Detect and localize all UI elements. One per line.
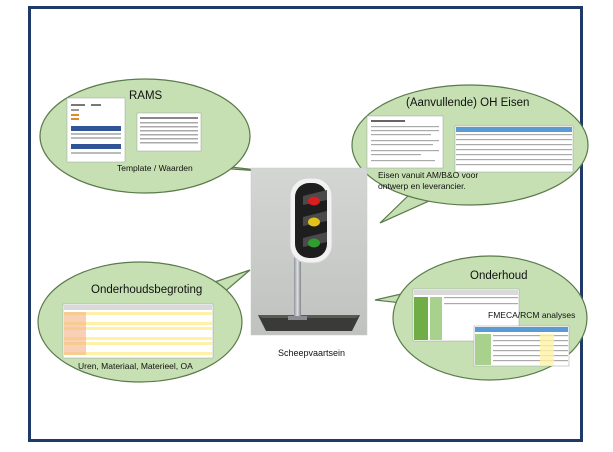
oh-eisen-title: (Aanvullende) OH Eisen xyxy=(406,97,530,109)
onderhoud-subtitle: FMECA/RCM analyses xyxy=(488,310,576,320)
bubble-rams xyxy=(39,78,276,194)
signal-light-red xyxy=(308,196,320,206)
signal-pole xyxy=(294,255,301,319)
rams-values-thumbnail xyxy=(136,112,202,152)
onderhoudsbegroting-title: Onderhoudsbegroting xyxy=(91,284,203,296)
scheepvaartsein-picture xyxy=(250,167,368,336)
onderhoud-title: Onderhoud xyxy=(470,270,528,282)
onderhoudsbegroting-subtitle: Uren, Materiaal, Materieel, OA xyxy=(78,361,193,371)
oh-eisen-subtitle-line1: Eisen vanuit AM/B&O voor xyxy=(378,170,479,180)
signal-light-yellow xyxy=(308,217,320,227)
signal-light-green xyxy=(308,238,320,248)
oh-eisen-subtitle-line2: ontwerp en leverancier. xyxy=(378,181,466,191)
rams-subtitle: Template / Waarden xyxy=(117,163,193,173)
rams-title: RAMS xyxy=(129,90,163,102)
bubble-onderhoud xyxy=(374,255,588,381)
signal-caption: Scheepvaartsein xyxy=(278,348,346,358)
oh-eisen-document-thumbnail xyxy=(366,115,444,169)
signal-base-plate xyxy=(258,315,360,331)
bubble-onderhoudsbegroting xyxy=(37,261,251,383)
bubble-oh-eisen xyxy=(351,84,589,224)
